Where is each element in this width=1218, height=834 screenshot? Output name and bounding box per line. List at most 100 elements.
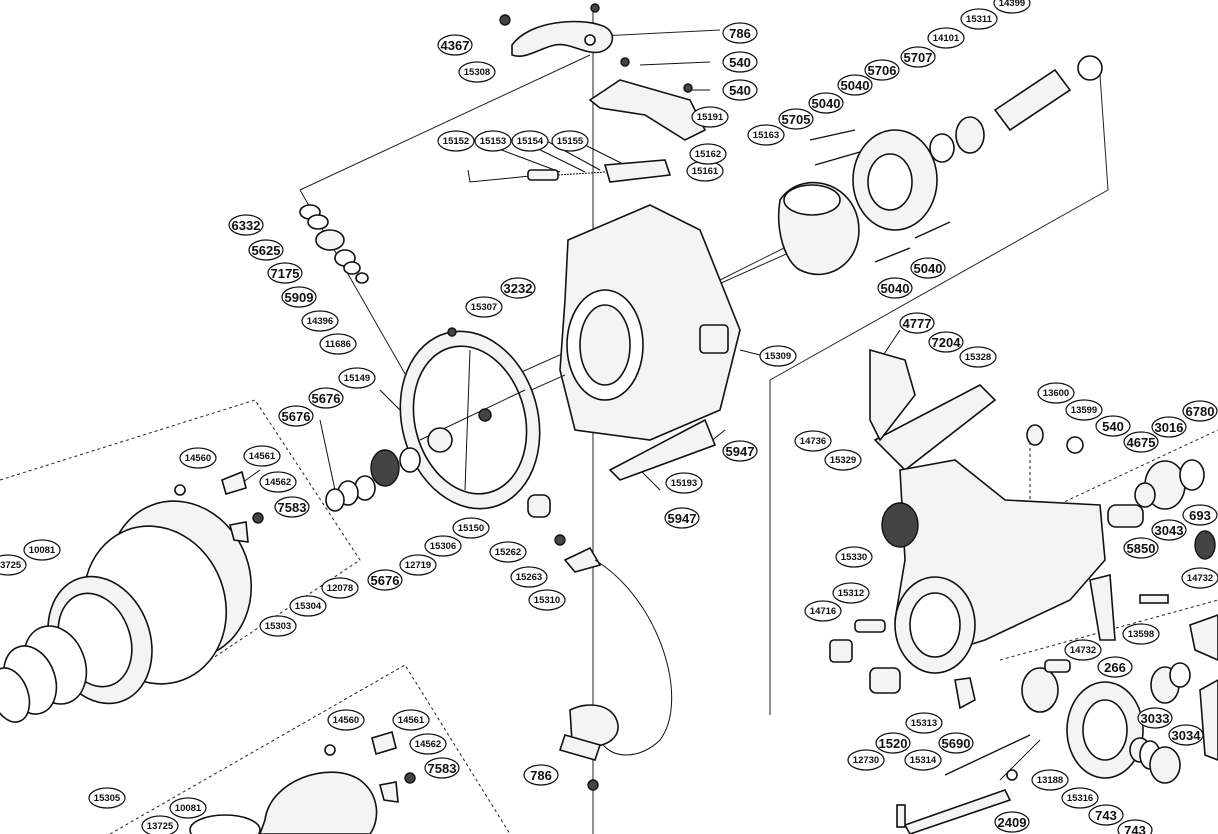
callout-number: 693	[1189, 508, 1211, 523]
callout-540: 540	[722, 79, 758, 101]
callout-number: 5040	[812, 96, 841, 111]
callout-oval	[928, 331, 964, 353]
callout-oval	[1065, 399, 1103, 421]
callout-number: 13599	[1071, 405, 1097, 416]
callout-oval	[141, 815, 179, 834]
callout-number: 15314	[910, 755, 937, 766]
callout-oval	[367, 569, 403, 591]
callout-number: 15149	[344, 373, 370, 384]
callout-oval	[864, 59, 900, 81]
callout-oval	[474, 130, 512, 152]
callout-number: 15328	[965, 352, 991, 363]
callout-number: 786	[729, 26, 751, 41]
callout-15150: 15150	[452, 517, 490, 539]
callout-13599: 13599	[1065, 399, 1103, 421]
callout-oval	[832, 582, 870, 604]
callout-14716: 14716	[804, 600, 842, 622]
callout-oval	[1088, 804, 1124, 826]
callout-5850: 5850	[1123, 537, 1159, 559]
callout-number: 7204	[932, 335, 962, 350]
callout-15330: 15330	[835, 546, 873, 568]
callout-14396: 14396	[301, 310, 339, 332]
callout-oval	[1151, 519, 1187, 541]
callout-number: 2409	[998, 815, 1027, 830]
callout-number: 15150	[458, 523, 484, 534]
callout-oval	[1031, 769, 1069, 791]
callout-number: 11686	[325, 339, 351, 350]
callout-number: 14396	[307, 316, 333, 327]
callout-oval	[1061, 787, 1099, 809]
callout-oval	[179, 447, 217, 469]
callout-15313: 15313	[905, 712, 943, 734]
callout-number: 1520	[879, 736, 908, 751]
callout-12730: 12730	[847, 749, 885, 771]
callout-number: 13598	[1128, 629, 1154, 640]
callout-6780: 6780	[1182, 400, 1218, 422]
callout-4675: 4675	[1123, 431, 1159, 453]
callout-oval	[500, 277, 536, 299]
callout-oval	[1122, 623, 1160, 645]
callout-number: 5947	[726, 444, 755, 459]
callout-oval	[1182, 400, 1218, 422]
callout-number: 15154	[517, 136, 544, 147]
callout-oval	[927, 27, 965, 49]
callout-number: 14560	[185, 453, 211, 464]
callout-number: 15303	[265, 621, 291, 632]
callout-oval	[1037, 382, 1075, 404]
callout-oval	[338, 367, 376, 389]
callout-number: 14101	[933, 33, 960, 44]
callout-number: 15162	[695, 149, 721, 160]
callout-number: 5705	[782, 112, 811, 127]
callout-oval	[1182, 504, 1218, 526]
bail-arm-cap-part	[499, 3, 614, 57]
callout-15307: 15307	[465, 296, 503, 318]
rotor-cover-part	[588, 57, 707, 141]
callout-14732: 14732	[1064, 639, 1102, 661]
callout-15312: 15312	[832, 582, 870, 604]
rotor-wheel-part	[399, 327, 541, 510]
callout-4777: 4777	[899, 312, 935, 334]
callout-oval	[409, 733, 447, 755]
callout-number: 13600	[1043, 388, 1069, 399]
callout-15316: 15316	[1061, 787, 1099, 809]
callout-13188: 13188	[1031, 769, 1069, 791]
callout-number: 15313	[911, 718, 937, 729]
callout-number: 15329	[830, 455, 856, 466]
callout-15314: 15314	[904, 749, 942, 771]
callout-15153: 15153	[474, 130, 512, 152]
callout-oval	[905, 712, 943, 734]
callout-oval	[847, 749, 885, 771]
callout-number: 15304	[295, 601, 322, 612]
callout-number: 5706	[868, 63, 897, 78]
callout-oval	[804, 600, 842, 622]
callout-number: 14560	[333, 715, 359, 726]
callout-number: 15152	[443, 136, 469, 147]
callout-number: 743	[1095, 808, 1117, 823]
callout-number: 15153	[480, 136, 506, 147]
callout-oval	[665, 472, 703, 494]
callout-number: 12078	[327, 583, 353, 594]
callout-14562: 14562	[259, 471, 297, 493]
callout-oval	[1181, 567, 1218, 589]
callout-13598: 13598	[1122, 623, 1160, 645]
callout-786: 786	[523, 764, 559, 786]
callout-15193: 15193	[665, 472, 703, 494]
callout-14101: 14101	[927, 27, 965, 49]
callout-743: 743	[1088, 804, 1124, 826]
callout-number: 14732	[1070, 645, 1096, 656]
spool-upper-part	[0, 470, 264, 723]
callout-743: 743	[1117, 819, 1153, 834]
callout-number: 14736	[800, 436, 826, 447]
callout-number: 14732	[1187, 573, 1213, 584]
callout-number: 15262	[495, 547, 521, 558]
callout-3232: 3232	[500, 277, 536, 299]
callout-15191: 15191	[691, 106, 729, 128]
callout-number: 540	[729, 83, 751, 98]
callout-oval	[88, 787, 126, 809]
callout-oval	[722, 440, 758, 462]
callout-number: 5040	[881, 281, 910, 296]
callout-number: 15191	[697, 112, 724, 123]
callout-oval	[722, 79, 758, 101]
callout-15263: 15263	[510, 566, 548, 588]
callout-oval	[259, 471, 297, 493]
